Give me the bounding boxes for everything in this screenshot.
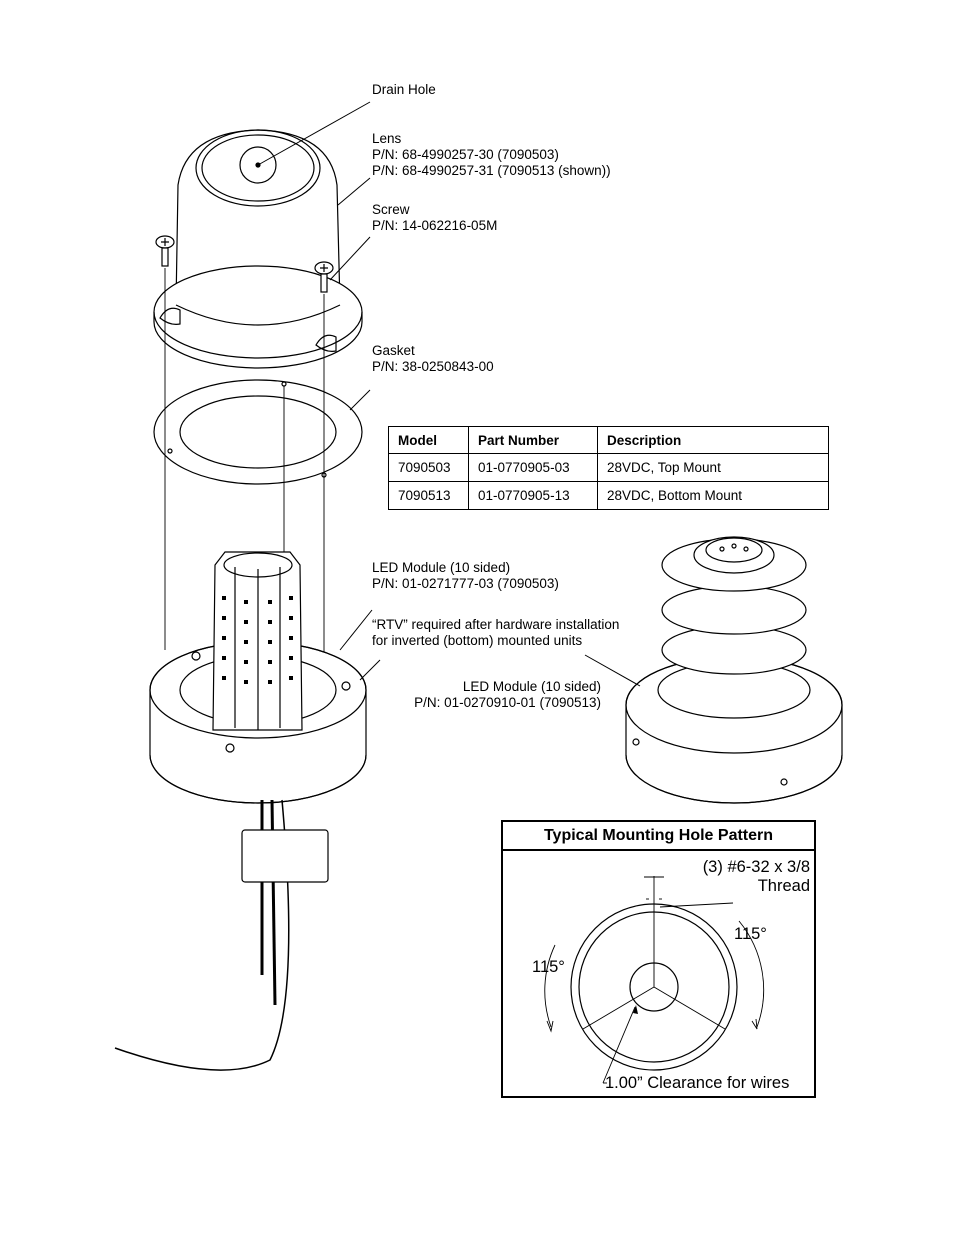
angle-right-label: 115° [734,925,767,943]
col-model: Model [388,426,469,454]
screw-callout: Screw P/N: 14-062216-05M [372,202,497,234]
angle-left-label: 115° [532,958,565,976]
lens-title: Lens [372,131,402,146]
cell-description: 28VDC, Bottom Mount [597,481,829,510]
gasket-callout: Gasket P/N: 38-0250843-00 [372,343,494,375]
cell-part-number: 01-0770905-03 [468,453,598,482]
led-bottom-title: LED Module (10 sided) [462,679,601,694]
table-row: 7090513 01-0770905-13 28VDC, Bottom Moun… [388,481,829,510]
col-part-number: Part Number [468,426,598,454]
led-bottom-callout: LED Module (10 sided) P/N: 01-0270910-01… [400,679,601,711]
lens-flange [153,265,363,369]
led-bottom-pn: P/N: 01-0270910-01 (7090513) [414,695,601,710]
col-description: Description [597,426,829,454]
clearance-label: 1.00” Clearance for wires [605,1074,790,1092]
table-header-row: Model Part Number Description [388,426,829,454]
cell-description: 28VDC, Top Mount [597,453,829,482]
leader-lines [257,101,641,687]
rtv-line-2: for inverted (bottom) mounted units [372,633,583,648]
mounting-pattern-title: Typical Mounting Hole Pattern [503,822,814,851]
led-module-bottom-mount [625,536,843,804]
lens-pn-2: P/N: 68-4990257-31 (7090513 (shown)) [372,163,611,178]
lens-dome [175,129,341,306]
cell-model: 7090513 [388,481,469,510]
led-module-top-mount [149,551,367,804]
mounting-hole-pattern-box: Typical Mounting Hole Pattern (3) #6-32 … [501,820,816,1098]
gasket-ring [153,379,363,485]
rtv-note: “RTV” required after hardware installati… [372,617,619,649]
table-row: 7090503 01-0770905-03 28VDC, Top Mount [388,453,829,482]
screw-left [155,235,175,267]
wire-harness [114,799,329,1071]
parts-table: Model Part Number Description 7090503 01… [388,426,829,510]
screw-pn: P/N: 14-062216-05M [372,218,498,233]
cell-model: 7090503 [388,453,469,482]
gasket-pn: P/N: 38-0250843-00 [372,359,494,374]
thread-line-2: Thread [757,877,810,895]
mounting-pattern-drawing [544,876,765,1084]
lens-callout: Lens P/N: 68-4990257-30 (7090503) P/N: 6… [372,131,611,179]
screw-title: Screw [372,202,410,217]
rtv-line-1: “RTV” required after hardware installati… [372,617,620,632]
screw-right [314,261,334,293]
gasket-title: Gasket [372,343,415,358]
drain-hole-label: Drain Hole [372,82,436,97]
led-top-callout: LED Module (10 sided) P/N: 01-0271777-03… [372,560,559,592]
lens-pn-1: P/N: 68-4990257-30 (7090503) [372,147,559,162]
thread-spec: (3) #6-32 x 3/8 Thread [703,858,810,896]
led-top-title: LED Module (10 sided) [372,560,511,575]
led-top-pn: P/N: 01-0271777-03 (7090503) [372,576,559,591]
cell-part-number: 01-0770905-13 [468,481,598,510]
thread-line-1: (3) #6-32 x 3/8 [702,858,810,876]
